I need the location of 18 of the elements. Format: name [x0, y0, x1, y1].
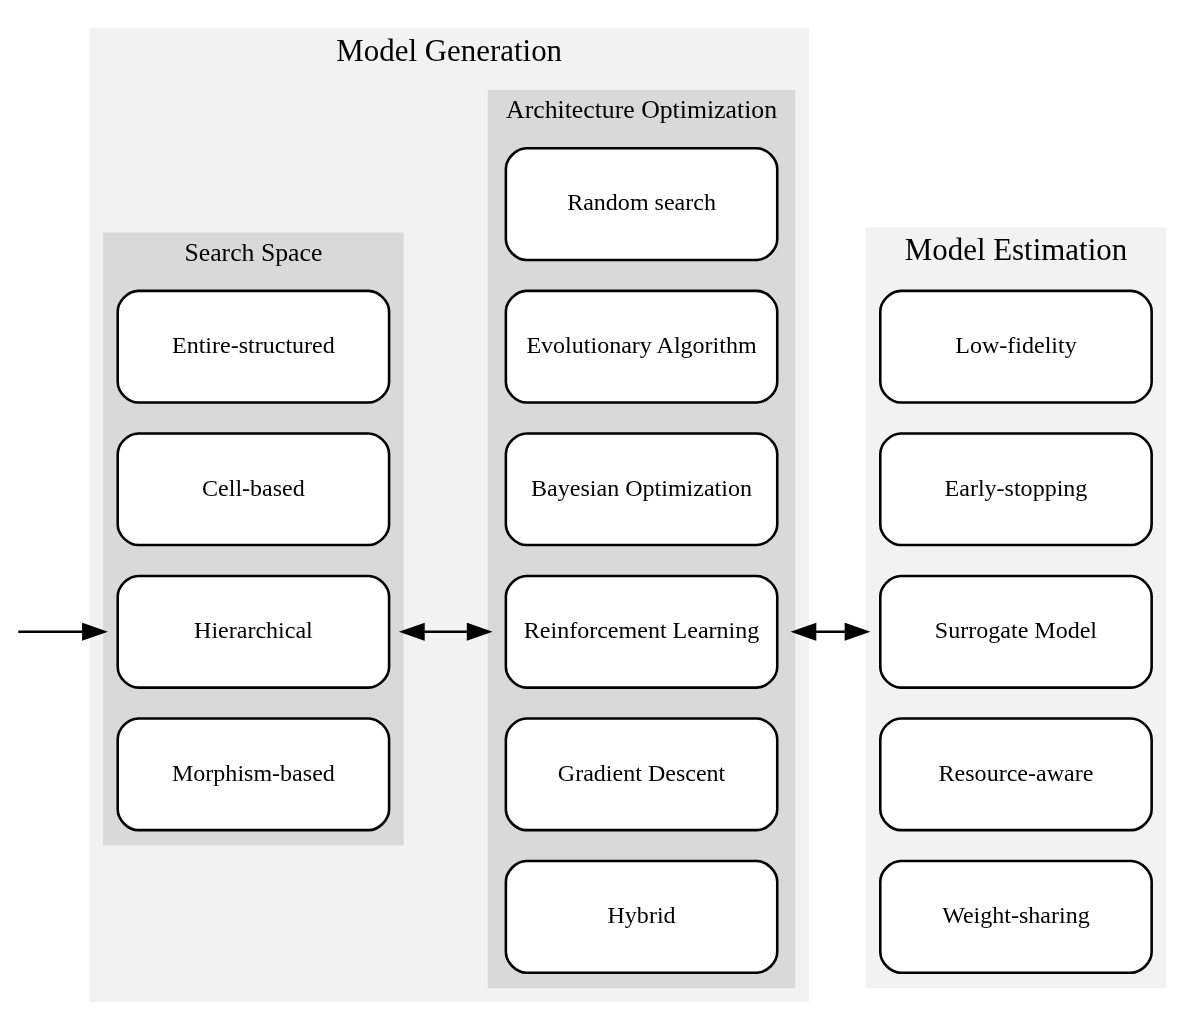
node-box: Weight-sharing: [879, 859, 1153, 974]
node-box: Evolutionary Algorithm: [504, 289, 779, 404]
arrow: [790, 622, 871, 641]
node-box: Reinforcement Learning: [504, 574, 779, 689]
node-box: Surrogate Model: [879, 574, 1153, 689]
node-box: Bayesian Optimization: [504, 432, 779, 547]
arrow: [18, 622, 108, 641]
node-box: Low-fidelity: [879, 289, 1153, 404]
node-box: Gradient Descent: [504, 717, 779, 832]
node-box: Hierarchical: [116, 574, 391, 689]
arrow: [398, 622, 493, 641]
node-box: Early-stopping: [879, 432, 1153, 547]
node-box: Cell-based: [116, 432, 391, 547]
node-box: Entire-structured: [116, 289, 391, 404]
node-box: Resource-aware: [879, 717, 1153, 832]
node-box: Hybrid: [504, 859, 779, 974]
node-box: Morphism-based: [116, 717, 391, 832]
node-box: Random search: [504, 147, 779, 262]
